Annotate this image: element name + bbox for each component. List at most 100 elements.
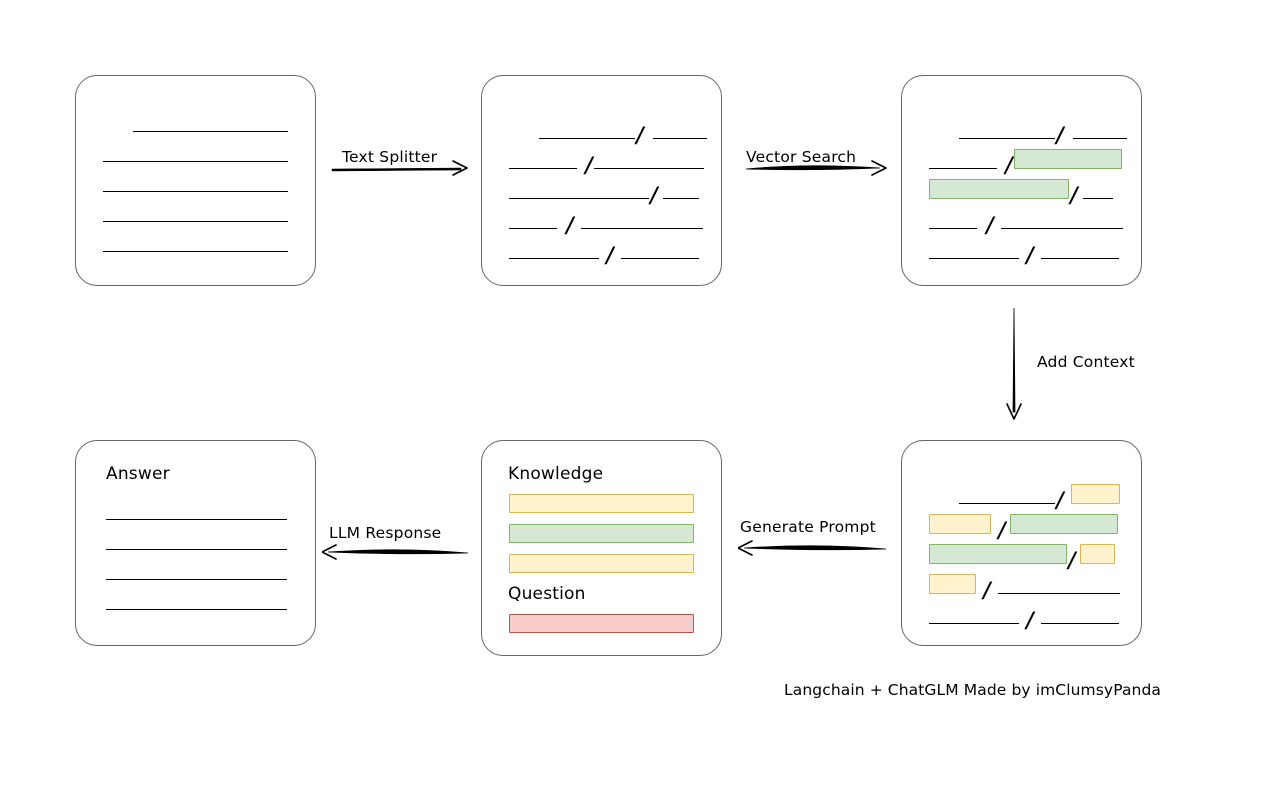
arrow-generate-prompt [738,540,887,556]
arrow-add-context [1006,307,1022,420]
highlight-yellow-segment [929,574,976,594]
edge-label-vector-search: Vector Search [746,148,857,166]
text-row: / [929,607,1119,632]
text-line-segment [103,178,288,192]
slash-separator: / [1056,487,1064,512]
row-gap [577,155,584,169]
text-line-segment [929,155,997,169]
text-row: / [509,152,704,177]
node-answer[interactable] [75,440,316,646]
answer-text-line [106,579,287,580]
prompt-heading-knowledge: Knowledge [508,464,604,484]
text-line-segment [593,155,704,169]
slash-separator: / [1068,547,1076,572]
text-line-segment [539,125,635,139]
row-gap [1065,125,1073,139]
slash-separator: / [1005,152,1013,177]
arrow-llm-response [322,544,469,560]
slash-separator: / [566,212,574,237]
text-row: / [509,242,699,267]
node-split-chunks[interactable] [481,75,722,286]
text-line-segment [652,125,707,139]
text-row: / [929,544,1115,572]
edge-label-text-splitter: Text Splitter [342,148,438,166]
text-line-segment [959,125,1055,139]
arrow-text-splitter [331,160,468,176]
slash-separator: / [606,242,614,267]
text-line-segment [1000,215,1123,229]
answer-text-line [106,549,287,550]
text-line-segment [1040,245,1119,259]
text-line-segment [133,118,288,132]
text-row: / [929,149,1122,177]
slash-separator: / [1026,242,1034,267]
highlight-green-segment [1013,149,1122,169]
text-line-segment [929,215,977,229]
knowledge-bar-3 [509,554,694,573]
slash-separator: / [636,122,644,147]
text-row [103,178,288,192]
node-source-document[interactable] [75,75,316,286]
highlight-green-segment [929,544,1067,564]
row-gap [997,155,1004,169]
text-line-segment [997,580,1120,594]
text-line-segment [103,148,288,162]
text-row: / [929,574,1120,602]
node-context-added-chunks[interactable] [901,440,1142,646]
edge-label-add-context: Add Context [1037,353,1135,371]
slash-separator: / [986,212,994,237]
text-row: / [509,182,699,207]
footer-credit: Langchain + ChatGLM Made by imClumsyPand… [784,681,1162,699]
text-line-segment [509,155,577,169]
arrow-vector-search [745,160,887,176]
answer-title: Answer [106,464,170,484]
text-line-segment [1072,125,1127,139]
row-gap [645,125,653,139]
edge-label-generate-prompt: Generate Prompt [740,518,876,536]
knowledge-bar-1 [509,494,694,513]
slash-separator: / [1070,182,1078,207]
text-row: / [929,212,1123,237]
text-line-segment [1082,185,1113,199]
text-row: / [539,122,707,147]
slash-separator: / [998,517,1006,542]
slash-separator: / [1026,607,1034,632]
text-row: / [959,484,1120,512]
text-line-segment [929,245,1019,259]
text-row: / [929,242,1119,267]
slash-separator: / [650,182,658,207]
slash-separator: / [983,577,991,602]
text-line-segment [509,185,649,199]
answer-text-line [106,519,287,520]
text-row [133,118,288,132]
edge-label-llm-response: LLM Response [329,524,442,542]
answer-text-line [106,609,287,610]
text-line-segment [103,238,288,252]
prompt-heading-question: Question [508,584,586,604]
text-row [103,148,288,162]
slash-separator: / [1056,122,1064,147]
text-row: / [959,122,1127,147]
text-line-segment [1040,610,1119,624]
highlight-green-segment [1009,514,1118,534]
row-gap [557,215,565,229]
text-line-segment [662,185,699,199]
text-row [103,238,288,252]
question-bar-1 [509,614,694,633]
text-line-segment [959,490,1055,504]
highlight-yellow-segment [1070,484,1120,504]
text-line-segment [929,610,1019,624]
knowledge-bar-2 [509,524,694,543]
highlight-yellow-segment [1079,544,1115,564]
slash-separator: / [585,152,593,177]
text-line-segment [509,245,599,259]
text-line-segment [103,208,288,222]
text-line-segment [580,215,703,229]
text-line-segment [509,215,557,229]
text-row: / [929,514,1118,542]
highlight-yellow-segment [929,514,991,534]
text-row [103,208,288,222]
highlight-green-segment [929,179,1069,199]
row-gap [977,215,985,229]
